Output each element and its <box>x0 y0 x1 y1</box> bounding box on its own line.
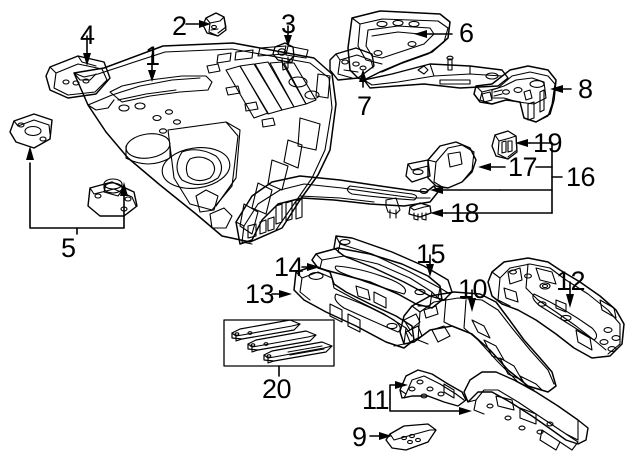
callout-7: 7 <box>357 91 372 121</box>
callout-11: 11 <box>362 385 390 415</box>
part-side-rail-upper <box>399 369 467 407</box>
callout-18: 18 <box>450 198 480 228</box>
part-mount-plate-raised <box>87 178 138 217</box>
callout-15: 15 <box>416 239 446 269</box>
callout-13: 13 <box>245 279 275 309</box>
part-gusset-plate <box>329 47 375 81</box>
callout-1: 1 <box>145 41 160 71</box>
callout-6: 6 <box>459 18 474 48</box>
part-side-rail-lower <box>463 371 589 451</box>
part-rear-crossmember-lower <box>487 257 625 359</box>
callout-8: 8 <box>578 74 593 104</box>
part-reinforcement-plate-left <box>45 55 111 99</box>
part-rail-reinforcement <box>405 141 477 189</box>
callout-3: 3 <box>281 9 296 39</box>
part-wheelhouse-extension <box>473 65 557 123</box>
callout-19: 19 <box>533 128 563 158</box>
part-rail-set-boxed <box>223 319 335 367</box>
part-rail-assembly-group <box>235 175 439 245</box>
part-mount-plate-oval <box>9 113 53 149</box>
part-rear-panel-inner <box>399 291 557 393</box>
callout-20: 20 <box>262 374 292 404</box>
callout-14: 14 <box>274 252 304 282</box>
callout-2: 2 <box>172 11 187 41</box>
callout-12: 12 <box>556 266 586 296</box>
part-small-clip-lower <box>408 202 432 221</box>
callout-16: 16 <box>566 162 596 192</box>
callout-10: 10 <box>458 274 488 304</box>
callout-4: 4 <box>80 20 95 50</box>
part-rear-floor-pan <box>73 42 337 243</box>
leader-lines <box>26 20 574 440</box>
part-small-cover-plate <box>385 423 437 451</box>
callout-9: 9 <box>352 422 367 452</box>
part-rear-crossmember <box>347 10 509 89</box>
part-clip-nut-right <box>272 42 295 71</box>
part-bracket-nut <box>491 130 518 160</box>
part-front-rail-bracket <box>293 265 415 349</box>
callout-17: 17 <box>508 152 538 182</box>
callout-5: 5 <box>61 233 76 263</box>
